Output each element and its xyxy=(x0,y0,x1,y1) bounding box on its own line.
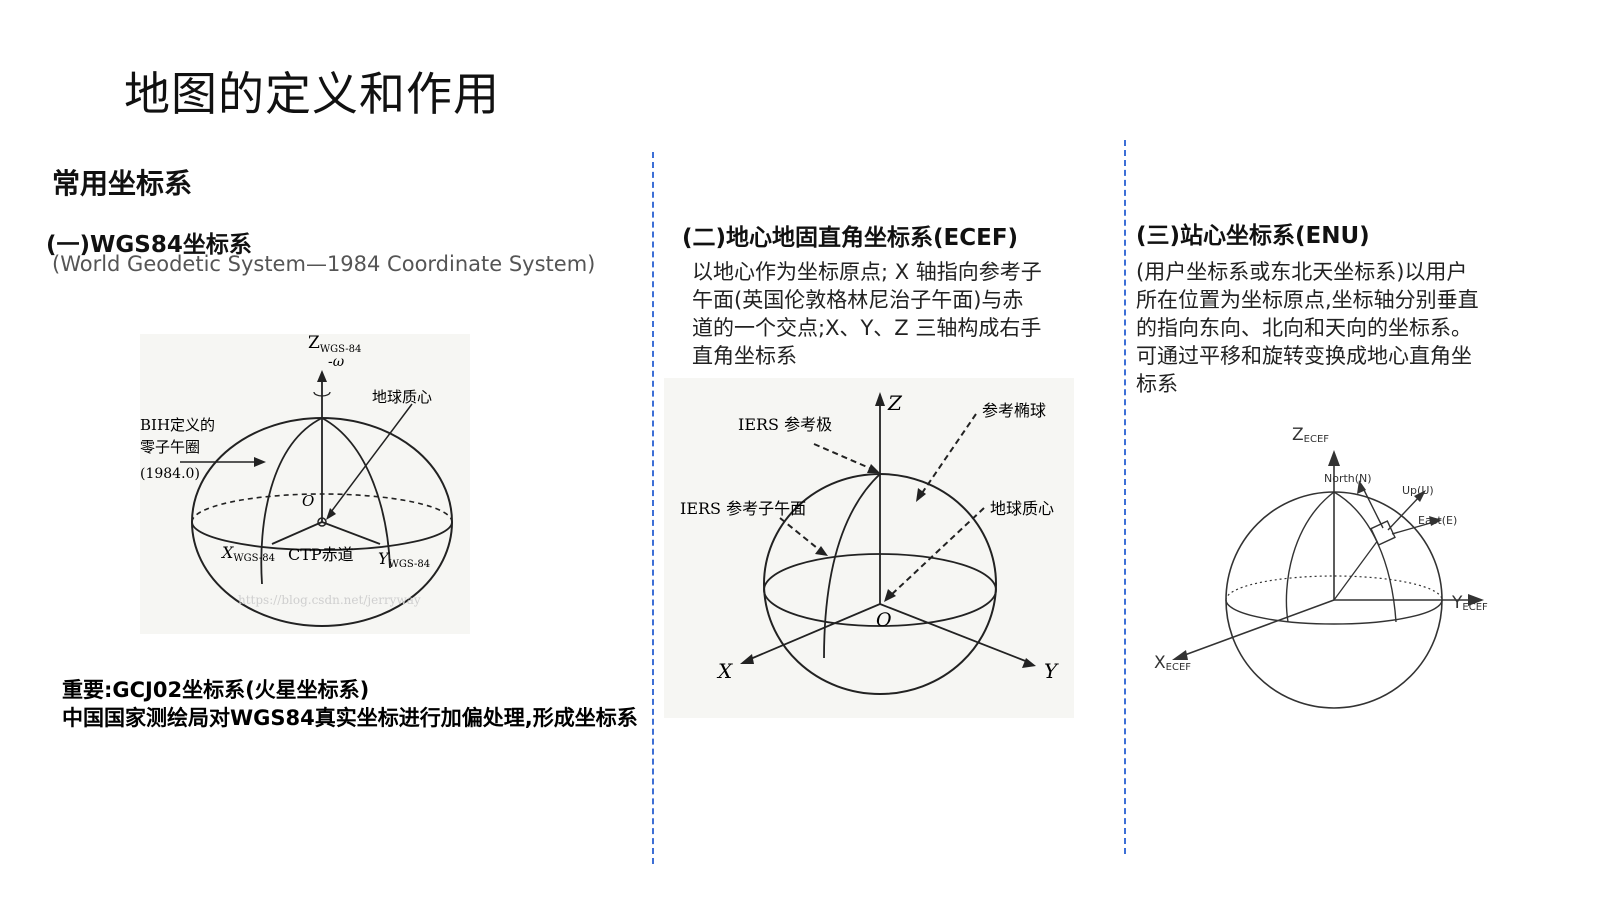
east-label: East(E) xyxy=(1418,514,1457,527)
enu-heading: (三)站心坐标系(ENU) xyxy=(1136,223,1370,249)
gcj02-note: 重要:GCJ02坐标系(火星坐标系) 中国国家测绘局对WGS84真实坐标进行加偏… xyxy=(62,676,642,732)
section-heading: 常用坐标系 xyxy=(52,167,193,200)
ecef-figure: Z 参考椭球 IERS 参考极 IERS 参考子午面 地球质心 O X Y xyxy=(664,378,1074,718)
north-label: North(N) xyxy=(1324,472,1372,485)
iers-meridian-label: IERS 参考子午面 xyxy=(680,499,806,518)
slide-title: 地图的定义和作用 xyxy=(124,67,500,121)
enu-description: (用户坐标系或东北天坐标系)以用户所在位置为坐标原点,坐标轴分别垂直的指向东向、… xyxy=(1136,260,1479,396)
column-divider-left xyxy=(652,152,654,864)
gcj02-note-line1: 重要:GCJ02坐标系(火星坐标系) xyxy=(62,678,370,702)
wgs84-heading: (一)WGS84坐标系 xyxy=(46,232,252,258)
enu-y-label: YECEF xyxy=(1451,593,1488,613)
ecef-mass-center-label: 地球质心 xyxy=(990,499,1054,518)
column-divider-right xyxy=(1124,140,1126,854)
omega-label: -ω xyxy=(328,354,345,370)
wgs84-y-label: YWGS-84 xyxy=(378,549,430,570)
up-label: Up(U) xyxy=(1402,484,1434,497)
mass-center-label: 地球质心 xyxy=(372,388,432,406)
bih-label-line2: 零子午圈 xyxy=(140,438,200,456)
iers-pole-label: IERS 参考极 xyxy=(738,415,832,434)
ecef-heading: (二)地心地固直角坐标系(ECEF) xyxy=(682,225,1019,251)
ecef-y-label: Y xyxy=(1044,659,1059,683)
enu-x-label: XECEF xyxy=(1154,653,1191,673)
wgs84-subtitle: (World Geodetic System—1984 Coordinate S… xyxy=(52,252,596,276)
enu-figure: ZECEF North(N) Up(U) East(E) YECEF XECEF xyxy=(1154,425,1488,709)
gcj02-note-line2: 中国国家测绘局对WGS84真实坐标进行加偏处理,形成坐标系 xyxy=(62,706,638,730)
watermark: https://blog.csdn.net/jerryway xyxy=(238,593,421,607)
enu-z-label: ZECEF xyxy=(1292,425,1329,445)
ecef-description: 以地心作为坐标原点; X 轴指向参考子午面(英国伦敦格林尼治子午面)与赤道的一个… xyxy=(692,260,1042,368)
ecef-z-label: Z xyxy=(887,391,903,415)
origin-label: O xyxy=(302,492,314,510)
bih-label-line1: BIH定义的 xyxy=(140,416,215,434)
ctp-equator-label: CTP赤道 xyxy=(288,545,354,564)
wgs84-z-label: ZWGS-84 xyxy=(308,334,361,355)
ref-ellipsoid-label: 参考椭球 xyxy=(982,401,1046,420)
ecef-x-label: X xyxy=(716,659,733,683)
wgs84-x-label: XWGS-84 xyxy=(220,543,275,564)
bih-label-line3: (1984.0) xyxy=(140,466,200,482)
wgs84-figure: ZWGS-84 -ω 地球质心 BIH定义的 零子午圈 (1984.0) O X… xyxy=(140,334,470,634)
ecef-origin-label: O xyxy=(876,609,892,631)
